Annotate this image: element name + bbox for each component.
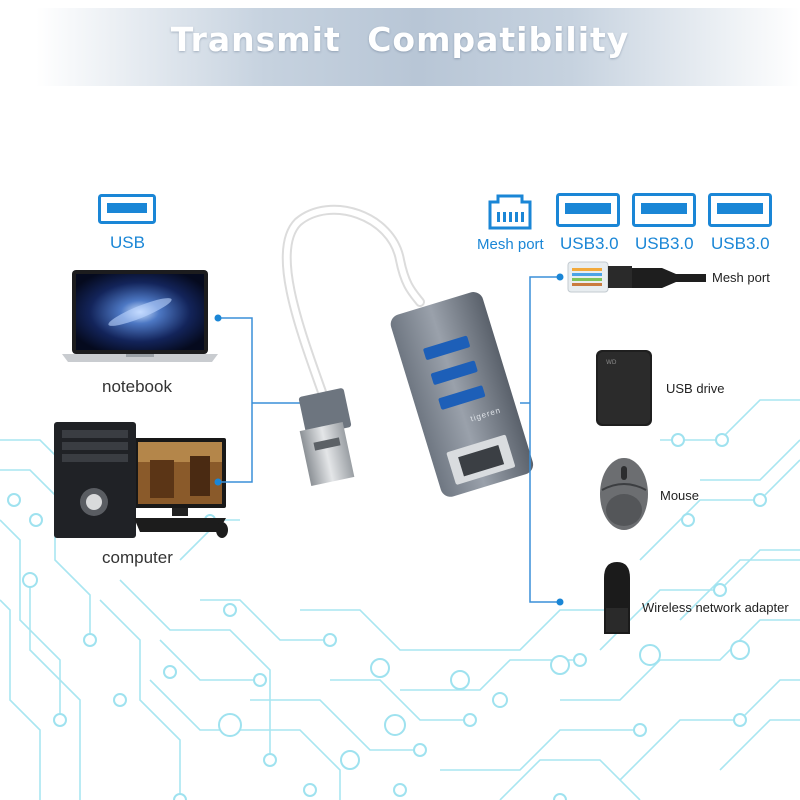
desktop-computer-image — [50, 420, 230, 540]
mesh-port-label: Mesh port — [477, 236, 544, 253]
mouse-image — [598, 456, 650, 532]
usb-drive-label: USB drive — [666, 381, 725, 396]
computer-label: computer — [102, 548, 173, 567]
usb3-port-icon-2 — [632, 193, 696, 227]
notebook-label: notebook — [102, 377, 172, 396]
usb3-port-icon-3 — [708, 193, 772, 227]
svg-text:WD: WD — [606, 359, 617, 366]
wireless-adapter-image — [600, 558, 634, 638]
usb-label: USB — [110, 233, 145, 252]
wireless-adapter-label: Wireless network adapter — [642, 600, 789, 615]
usb3-port-icon-1 — [556, 193, 620, 227]
usb3-label-1: USB3.0 — [560, 234, 619, 253]
usb3-label-3: USB3.0 — [711, 234, 770, 253]
laptop-image — [62, 268, 218, 364]
mesh-port-device-label: Mesh port — [712, 270, 770, 285]
title-banner — [36, 8, 800, 86]
usb-port-icon — [98, 194, 156, 224]
mouse-label: Mouse — [660, 488, 700, 503]
ethernet-cable-image — [566, 256, 706, 300]
usb3-label-2: USB3.0 — [635, 234, 694, 253]
ethernet-port-icon — [488, 192, 532, 230]
page-title: Transmit Compatibility — [170, 20, 630, 59]
usb-drive-image: WD — [594, 348, 654, 428]
